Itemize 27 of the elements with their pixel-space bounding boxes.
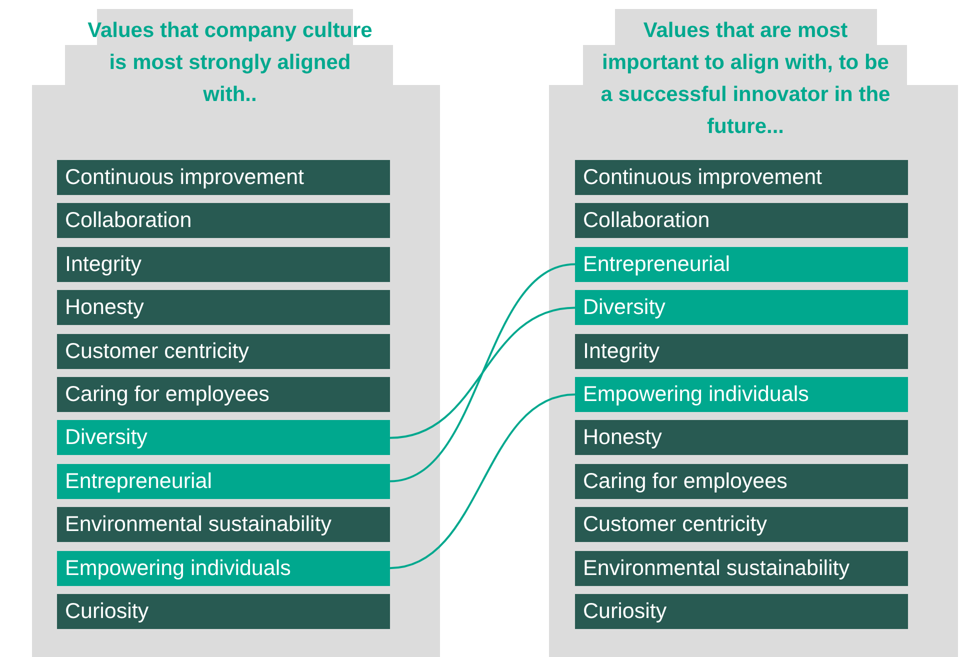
value-bar: Honesty (57, 290, 390, 326)
value-bar: Honesty (575, 420, 908, 456)
value-bar: Integrity (575, 334, 908, 369)
value-bar: Curiosity (575, 594, 908, 629)
highlighted-value-bar: Diversity (57, 420, 390, 456)
highlighted-value-bar: Diversity (575, 290, 908, 326)
connector-curve (390, 306, 576, 439)
connector-curve (390, 263, 576, 482)
value-bar: Caring for employees (57, 377, 390, 412)
value-bar: Environmental sustainability (57, 507, 390, 542)
value-bar: Curiosity (57, 594, 390, 629)
value-bar: Environmental sustainability (575, 550, 908, 586)
panel-heading: Values that company culture is most strongly aligned with.. (86, 18, 374, 108)
highlighted-value-bar: Entrepreneurial (575, 246, 908, 282)
value-bar: Collaboration (575, 203, 908, 238)
highlighted-value-bar: Empowering individuals (57, 550, 390, 586)
connector-curve (390, 394, 576, 570)
value-bar: Collaboration (57, 203, 390, 238)
value-bar: Continuous improvement (57, 160, 390, 195)
value-bar: Integrity (57, 246, 390, 282)
value-bar: Customer centricity (575, 507, 908, 542)
highlighted-value-bar: Entrepreneurial (57, 464, 390, 499)
value-bar: Customer centricity (57, 334, 390, 369)
value-bar: Caring for employees (575, 464, 908, 499)
highlighted-value-bar: Empowering individuals (575, 377, 908, 412)
panel-heading: Values that are most important to align with, to be a successful innovator in the future... (600, 18, 892, 140)
value-bar: Continuous improvement (575, 160, 908, 195)
